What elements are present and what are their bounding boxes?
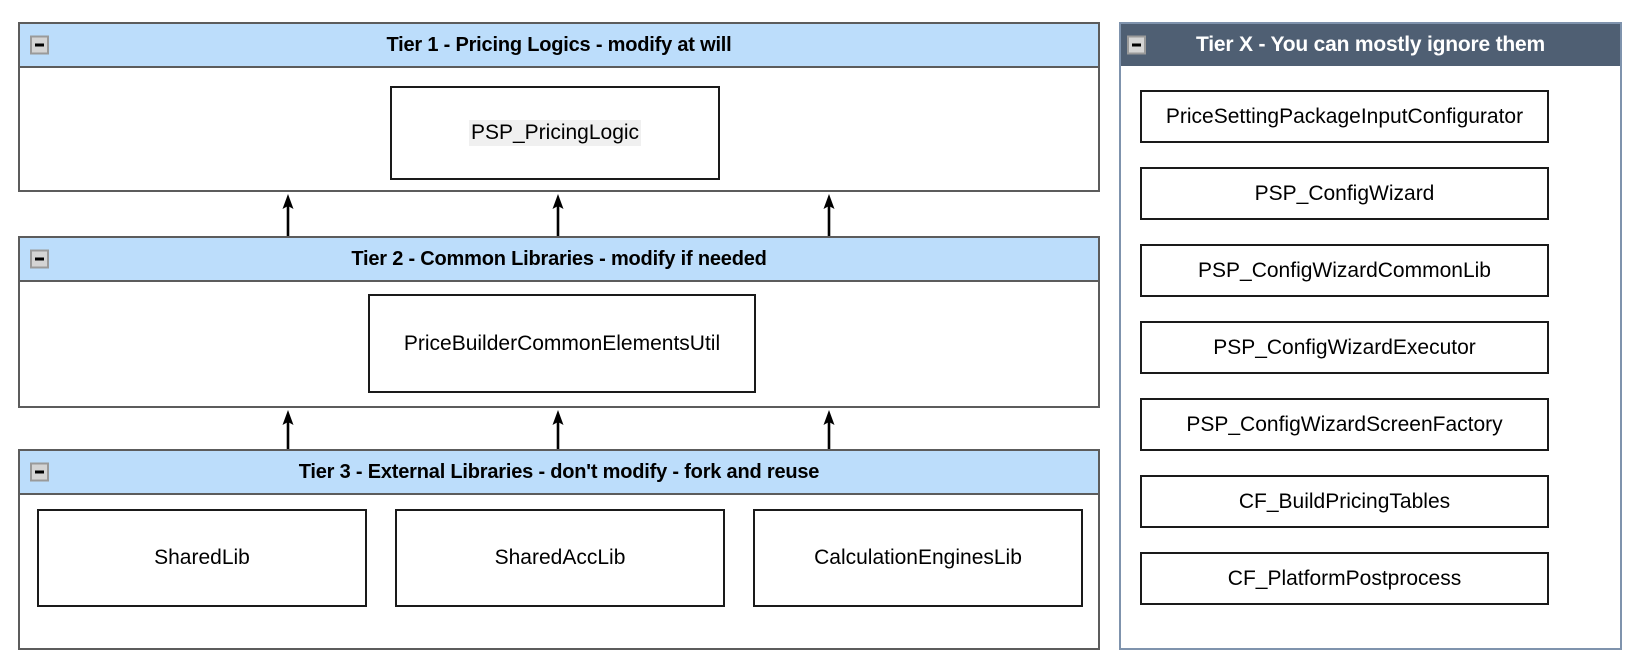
tier-2-container[interactable]: Tier 2 - Common Libraries - modify if ne…	[18, 236, 1100, 408]
tierx-item-label: CF_BuildPricingTables	[1238, 489, 1451, 513]
node-sharedacclib[interactable]: SharedAccLib	[395, 509, 725, 607]
tier-1-header[interactable]: Tier 1 - Pricing Logics - modify at will	[20, 24, 1098, 68]
node-sharedlib[interactable]: SharedLib	[37, 509, 367, 607]
tierx-item-pricesettingpackageinputconfigurator[interactable]: PriceSettingPackageInputConfigurator	[1140, 90, 1549, 143]
minus-icon-bar	[1132, 43, 1141, 47]
tier-x-title: Tier X - You can mostly ignore them	[1196, 33, 1545, 56]
node-label: PSP_PricingLogic	[468, 120, 642, 146]
tier-3-title: Tier 3 - External Libraries - don't modi…	[298, 460, 820, 483]
tierx-item-cf-platformpostprocess[interactable]: CF_PlatformPostprocess	[1140, 552, 1549, 605]
tier-3-header[interactable]: Tier 3 - External Libraries - don't modi…	[20, 451, 1098, 495]
tier-1-container[interactable]: Tier 1 - Pricing Logics - modify at will…	[18, 22, 1100, 192]
connector-arrow-tier2-to-tier1-3	[823, 194, 835, 238]
tier-2-title: Tier 2 - Common Libraries - modify if ne…	[351, 247, 767, 270]
tierx-item-psp-configwizardscreenfactory[interactable]: PSP_ConfigWizardScreenFactory	[1140, 398, 1549, 451]
tier-2-header[interactable]: Tier 2 - Common Libraries - modify if ne…	[20, 238, 1098, 282]
minus-icon[interactable]	[30, 35, 49, 55]
connector-arrow-tier3-to-tier2-1	[282, 410, 294, 454]
tierx-item-psp-configwizard[interactable]: PSP_ConfigWizard	[1140, 167, 1549, 220]
node-label: SharedLib	[154, 546, 250, 569]
connector-arrow-tier2-to-tier1-2	[552, 194, 564, 238]
connector-arrow-tier3-to-tier2-3	[823, 410, 835, 454]
connector-arrow-tier2-to-tier1-1	[282, 194, 294, 238]
tierx-item-label: PriceSettingPackageInputConfigurator	[1165, 104, 1524, 128]
tierx-item-label: CF_PlatformPostprocess	[1227, 566, 1462, 590]
tierx-item-psp-configwizardexecutor[interactable]: PSP_ConfigWizardExecutor	[1140, 321, 1549, 374]
tierx-item-label: PSP_ConfigWizardExecutor	[1213, 335, 1476, 359]
connector-arrow-tier3-to-tier2-2	[552, 410, 564, 454]
node-label: SharedAccLib	[494, 546, 626, 569]
node-pricebuildercommonelementsutil[interactable]: PriceBuilderCommonElementsUtil	[368, 294, 756, 393]
node-label: CalculationEnginesLib	[814, 546, 1022, 569]
node-calculationengineslib[interactable]: CalculationEnginesLib	[753, 509, 1083, 607]
tier-3-container[interactable]: Tier 3 - External Libraries - don't modi…	[18, 449, 1100, 650]
minus-icon[interactable]	[30, 249, 49, 269]
minus-icon[interactable]	[30, 462, 49, 482]
minus-icon-bar	[35, 43, 44, 47]
tierx-item-label: PSP_ConfigWizard	[1254, 181, 1435, 205]
tier-x-panel[interactable]: Tier X - You can mostly ignore them Pric…	[1119, 22, 1622, 650]
minus-icon-bar	[35, 470, 44, 474]
tierx-item-label: PSP_ConfigWizardScreenFactory	[1186, 412, 1503, 436]
node-psp-pricinglogic[interactable]: PSP_PricingLogic	[390, 86, 720, 180]
minus-icon-bar	[35, 257, 44, 261]
tierx-item-cf-buildpricingtables[interactable]: CF_BuildPricingTables	[1140, 475, 1549, 528]
tierx-item-label: PSP_ConfigWizardCommonLib	[1198, 258, 1491, 282]
node-label: PriceBuilderCommonElementsUtil	[403, 331, 721, 355]
tier-1-title: Tier 1 - Pricing Logics - modify at will	[386, 33, 732, 56]
minus-icon[interactable]	[1127, 35, 1146, 55]
tierx-item-psp-configwizardcommonlib[interactable]: PSP_ConfigWizardCommonLib	[1140, 244, 1549, 297]
tier-x-header[interactable]: Tier X - You can mostly ignore them	[1121, 24, 1620, 66]
